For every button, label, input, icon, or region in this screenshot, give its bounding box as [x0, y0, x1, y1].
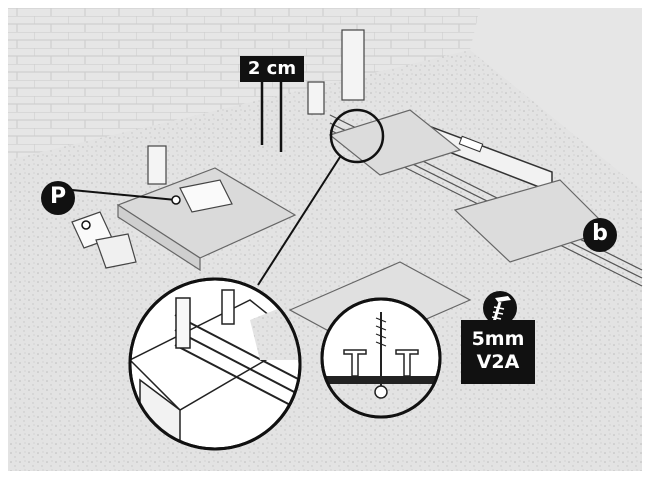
detail-circle-left — [128, 277, 302, 451]
screw-material: V2A — [476, 351, 520, 373]
spacer-pads — [71, 179, 233, 269]
p-leader — [71, 189, 181, 230]
marker-p: P — [41, 181, 75, 215]
dimension-label: 2 cm — [240, 56, 304, 82]
screw-icon — [483, 291, 517, 325]
dimension-lines — [260, 82, 283, 152]
brackets — [147, 29, 365, 185]
magnifier-leader — [257, 108, 385, 286]
screw-spec-label: 5mm V2A — [461, 320, 535, 384]
detail-circle-right — [320, 297, 442, 419]
marker-b: b — [583, 218, 617, 252]
screw-size: 5mm — [471, 328, 525, 350]
